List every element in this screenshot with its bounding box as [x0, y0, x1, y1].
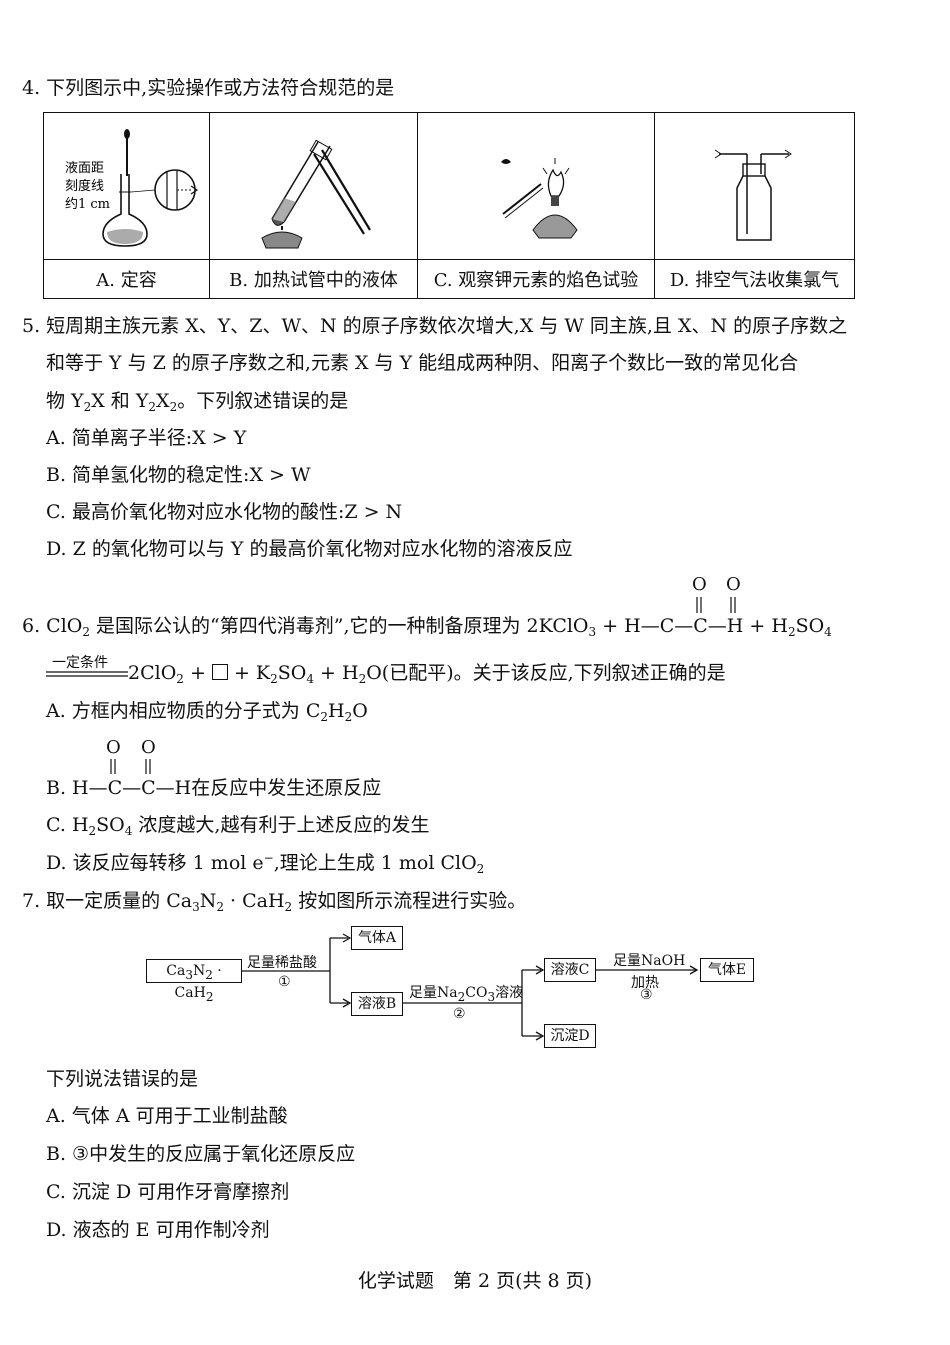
q6-optb-oxygen-2: O	[141, 737, 156, 758]
q7-precipitate-d: 沉淀D	[544, 1024, 596, 1048]
q5-stem-line2: 和等于 Y 与 Z 的原子序数之和,元素 X 与 Y 能组成两种阴、阳离子个数比…	[46, 352, 799, 374]
q4-image-b	[209, 112, 418, 260]
q7-step3-bottom: 加热	[631, 975, 659, 991]
q7-prompt: 下列说法错误的是	[46, 1068, 199, 1090]
q6-equals-sign	[46, 671, 128, 677]
q7-option-c: C. 沉淀 D 可用作牙膏摩擦剂	[46, 1181, 290, 1203]
q7-option-b: B. ③中发生的反应属于氧化还原反应	[46, 1143, 356, 1165]
gas-collection-bottle-illustration	[714, 149, 792, 241]
q4-image-a: 液面距 刻度线 约1 cm	[43, 112, 210, 260]
q6-option-c: C. H2SO4 浓度越大,越有利于上述反应的发生	[46, 814, 430, 838]
q6-double-bonds	[696, 597, 736, 613]
q6-stem-line2: 2ClO2 + + K2SO4 + H2O(已配平)。关于该反应,下列叙述正确的…	[128, 662, 726, 686]
q4-table: 液面距 刻度线 约1 cm	[43, 112, 855, 299]
q6-oxygen-1: O	[692, 574, 707, 595]
q6-option-b: B. H—C—C—H在反应中发生还原反应	[46, 777, 382, 799]
q7-solution-b: 溶液B	[351, 992, 403, 1016]
q6-condition: 一定条件	[52, 655, 108, 671]
q6-oxygen-2: O	[726, 574, 741, 595]
volumetric-flask-illustration: 液面距 刻度线 约1 cm	[65, 129, 198, 247]
q6-stem-line1: 6. ClO2 是国际公认的“第四代消毒剂”,它的一种制备原理为 2KClO3 …	[22, 615, 832, 639]
q7-step3-num: ③	[640, 987, 653, 1003]
q6-blank-box	[211, 664, 228, 680]
q5-stem-line3: 物 Y2X 和 Y2X2。下列叙述错误的是	[46, 390, 349, 414]
q7-solution-c: 溶液C	[544, 958, 596, 982]
flame-test-illustration	[501, 158, 578, 239]
q4-option-c: C. 观察钾元素的焰色试验	[417, 259, 655, 299]
svg-text:约1 cm: 约1 cm	[65, 197, 110, 212]
q4-image-d	[654, 112, 855, 260]
q7-step2-num: ②	[453, 1006, 466, 1022]
q6-option-a: A. 方框内相应物质的分子式为 C2H2O	[46, 700, 368, 724]
q5-option-b: B. 简单氢化物的稳定性:X > W	[46, 464, 311, 486]
q6-optb-double-bonds	[110, 759, 151, 774]
q6-option-d: D. 该反应每转移 1 mol e−,理论上生成 1 mol ClO2	[46, 851, 485, 876]
q7-flow-start: Ca3N2 · CaH2	[146, 959, 242, 1003]
heating-test-tube-illustration	[260, 139, 371, 249]
svg-text:液面距: 液面距	[65, 161, 104, 176]
q7-gas-e: 气体E	[700, 958, 754, 982]
q7-step2-label: 足量Na2CO3溶液	[409, 985, 524, 1004]
q7-step1-label: 足量稀盐酸	[247, 955, 317, 971]
q4-option-b: B. 加热试管中的液体	[209, 259, 418, 299]
svg-text:刻度线: 刻度线	[65, 178, 104, 194]
page-footer: 化学试题 第 2 页(共 8 页)	[357, 1270, 593, 1292]
q5-option-d: D. Z 的氧化物可以与 Y 的最高价氧化物对应水化物的溶液反应	[46, 538, 573, 560]
q7-step1-num: ①	[278, 974, 291, 990]
q5-option-c: C. 最高价氧化物对应水化物的酸性:Z > N	[46, 501, 403, 523]
q7-stem: 7. 取一定质量的 Ca3N2 · CaH2 按如图所示流程进行实验。	[22, 890, 527, 914]
q7-step3-top: 足量NaOH	[613, 953, 686, 969]
q7-option-d: D. 液态的 E 可用作制冷剂	[46, 1219, 270, 1241]
q4-stem: 4. 下列图示中,实验操作或方法符合规范的是	[22, 77, 395, 99]
q5-option-a: A. 简单离子半径:X > Y	[46, 427, 247, 449]
q4-option-d: D. 排空气法收集氯气	[654, 259, 855, 299]
q4-option-a: A. 定容	[43, 259, 210, 299]
q6-optb-oxygen-1: O	[106, 737, 121, 758]
q5-stem-line1: 5. 短周期主族元素 X、Y、Z、W、N 的原子序数依次增大,X 与 W 同主族…	[22, 315, 848, 337]
q7-gas-a: 气体A	[351, 926, 403, 950]
q7-option-a: A. 气体 A 可用于工业制盐酸	[46, 1105, 288, 1127]
q4-image-c	[417, 112, 655, 260]
